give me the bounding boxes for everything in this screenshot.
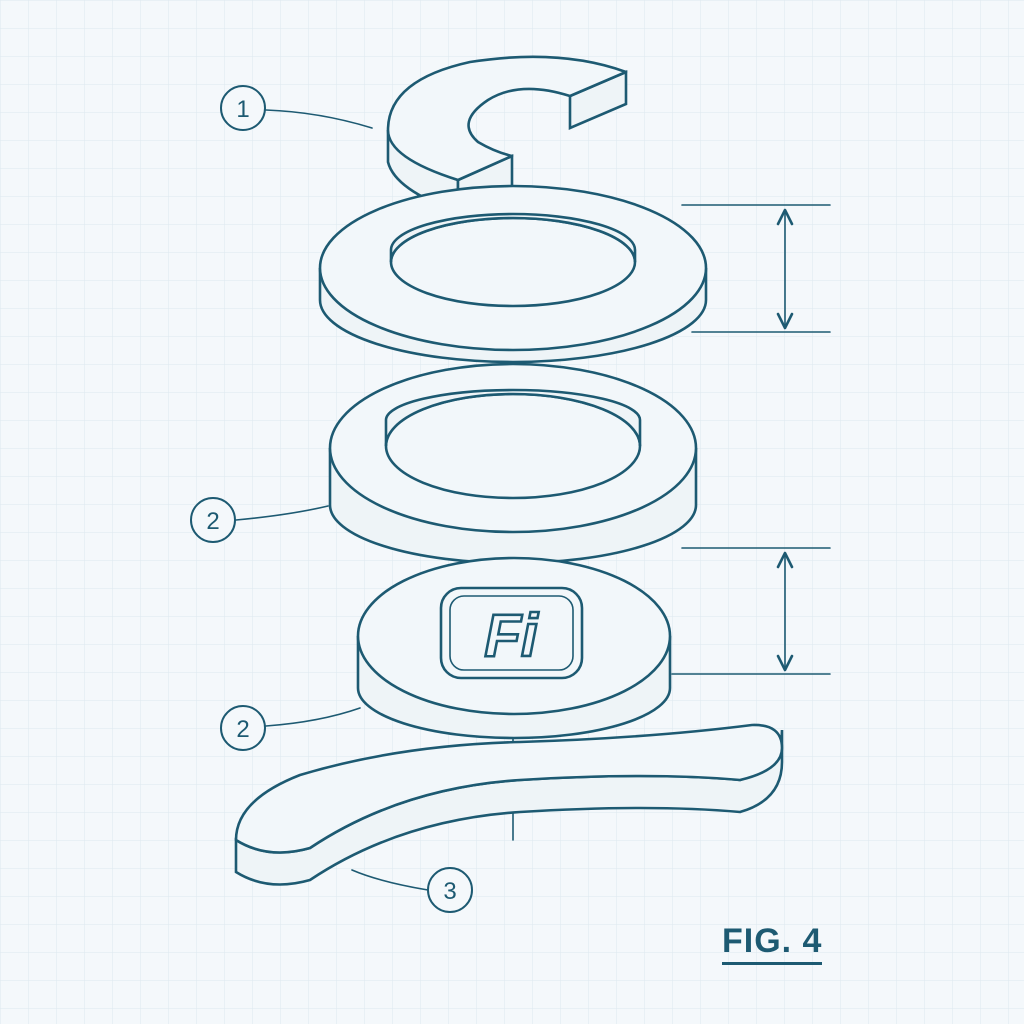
logo-text: Fi (484, 602, 539, 669)
curved-strip (234, 723, 784, 886)
callout-2-lower: 2 (220, 705, 361, 751)
callout-label: 1 (236, 96, 249, 123)
callout-2-upper: 2 (190, 497, 329, 543)
dimension-lower (671, 547, 831, 675)
figure-label: FIG. 4 (722, 922, 823, 965)
thick-ring (328, 362, 698, 565)
callout-3: 3 (351, 867, 473, 913)
callout-label: 2 (236, 716, 249, 743)
callout-1: 1 (220, 85, 373, 131)
logo-badge (439, 586, 584, 680)
flat-ring (318, 184, 708, 364)
dimension-upper (681, 204, 831, 333)
logo-badge-inner (449, 595, 574, 671)
logo-disc: Fi (356, 556, 672, 740)
callout-label: 3 (443, 878, 456, 905)
callout-label: 2 (206, 508, 219, 535)
